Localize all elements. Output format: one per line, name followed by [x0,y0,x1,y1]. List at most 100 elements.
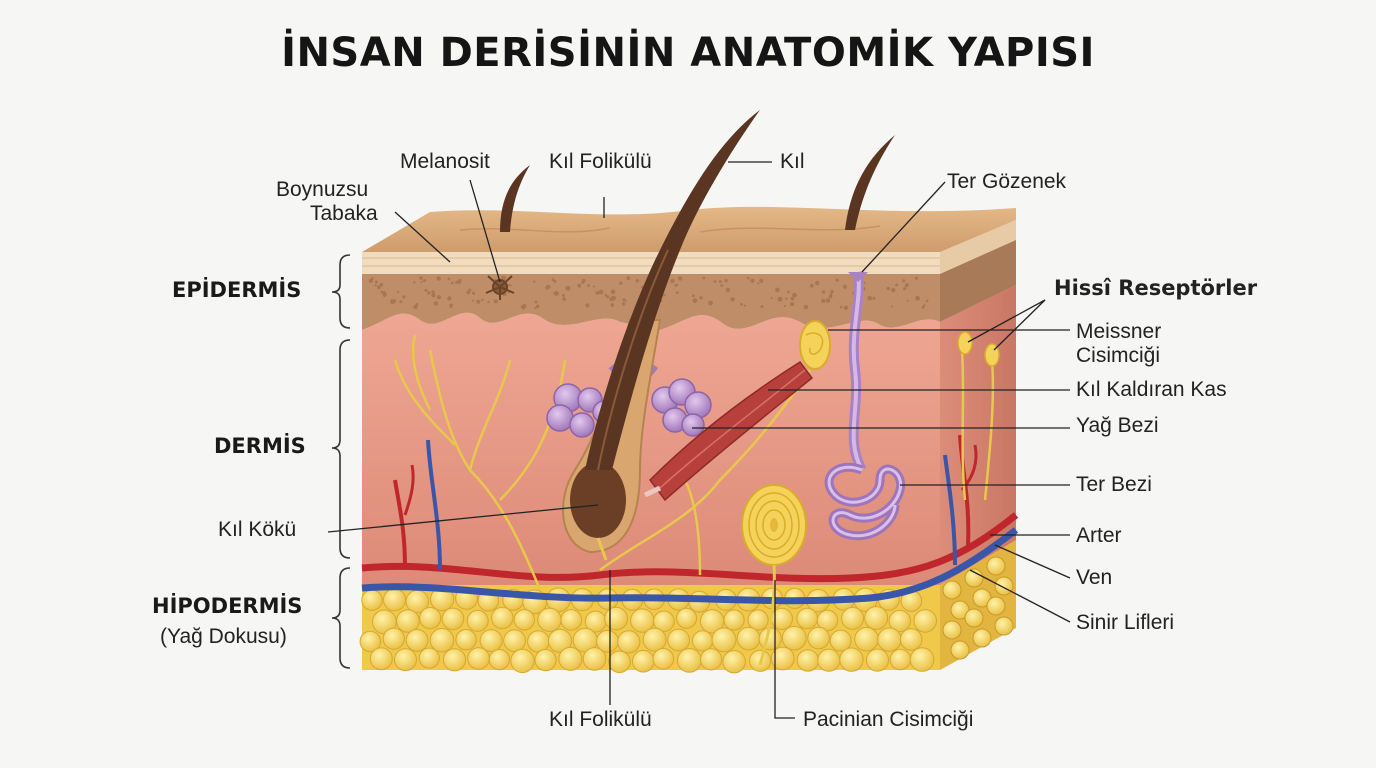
fat-cell [829,629,852,652]
label-meissner: Meissner [1076,320,1162,343]
fat-cell [711,627,737,653]
epidermis-cell [509,284,512,287]
epidermis-cell [626,276,631,280]
pacinian-corpuscle [741,484,807,666]
fat-cell [491,606,514,630]
epidermis-cell [392,299,397,303]
fat-cell [770,646,795,671]
label-yag-bezi: Yağ Bezi [1076,414,1159,437]
fat-cell [736,626,761,651]
epidermis-cell [609,296,614,302]
epidermis-cell [902,279,906,283]
epidermis-cell [872,296,876,300]
epidermis-cell [675,291,679,294]
epidermis-cell [867,296,873,301]
sensory-receptor-2 [984,343,1000,367]
epidermis-cell [471,299,474,302]
vein-main [361,527,1019,605]
epidermis-cell [562,297,566,301]
epidermis-cell [551,278,555,282]
fat-cell [877,627,902,652]
epidermis-cell [581,281,585,284]
fat-cell [942,580,962,600]
epidermis-cell [374,284,377,287]
epidermis-cell [821,290,826,294]
fat-cell [652,648,675,670]
fat-cell [909,647,935,672]
epidermis-cell [368,278,373,283]
sensory-receptor-1 [957,331,973,355]
label-cisimcigi: Cisimciği [1076,344,1160,367]
epidermis-cell [891,305,893,308]
epidermis-cell [921,306,925,309]
epidermis-cell [610,304,614,307]
epidermis-cell [377,285,381,290]
epidermis-cell [674,284,677,287]
fat-cell [964,608,984,628]
fat-cell [677,648,702,673]
epidermis-cell [891,287,896,293]
epidermis-cell [663,293,666,297]
epidermis-cell [481,298,484,301]
fat-cell [582,647,607,671]
fat-cell [994,576,1014,596]
epidermis-cell [420,281,423,283]
fat-cell [913,609,938,633]
nerve-fibers [393,334,995,591]
epidermis-cell [725,287,731,293]
epidermis-cell [402,295,406,299]
fat-cell [405,629,429,652]
epidermis-cell [677,276,683,281]
fat-cell [807,626,830,650]
epidermis-cell [720,284,724,287]
epidermis-cell [713,280,717,283]
epidermis-cell [842,284,848,289]
label-arter: Arter [1076,524,1122,547]
fat-cell [361,589,383,611]
hair-shaft-main [585,110,760,470]
epidermis-cell [904,283,910,288]
sebaceous-gland-right [651,378,712,437]
epidermis-cell [433,301,438,306]
epidermis-cell [815,280,820,286]
fat-cell [429,627,455,653]
fat-cell [479,629,503,653]
epidermis-cell [553,279,557,283]
epidermis-cell [431,293,436,298]
label-kil-koku: Kıl Kökü [218,518,297,541]
epidermis-cell [610,289,616,295]
epidermis-cell [825,298,831,303]
epidermis-cell [863,282,866,284]
epidermis-cell [606,295,610,299]
fat-cell [676,607,698,629]
epidermis-cell [622,298,626,302]
fat-cell [986,596,1006,616]
epidermis-texture [368,275,929,311]
epidermis-cell [534,307,537,309]
epidermis-cell [777,296,783,302]
fat-cell [488,649,510,671]
layer-label-dermis: DERMİS [214,434,306,458]
epidermis-cell [760,305,764,308]
epidermis-cell [783,304,786,308]
fat-cell [722,650,746,674]
label-pacinian-cisimcigi: Pacinian Cisimciği [803,708,974,731]
epidermis-cell [521,306,526,310]
fat-cell [964,568,984,588]
fat-cell [560,609,583,631]
epidermis-cell [835,278,839,282]
fat-cell [888,609,911,633]
label-boynuzsu: Boynuzsu [276,178,369,201]
fat-cell [796,607,819,630]
layer-label-epidermis: EPİDERMİS [172,278,302,302]
epidermis-cell [379,283,384,287]
epidermis-cell [635,279,639,283]
epidermis-cell [413,304,418,310]
epidermis-cell [413,281,416,284]
epidermis-cell [829,293,833,297]
hair-shaft-right [845,135,895,230]
hair-shaft-left [500,165,530,232]
fat-cell [899,628,923,651]
epidermis-cell [699,296,703,300]
